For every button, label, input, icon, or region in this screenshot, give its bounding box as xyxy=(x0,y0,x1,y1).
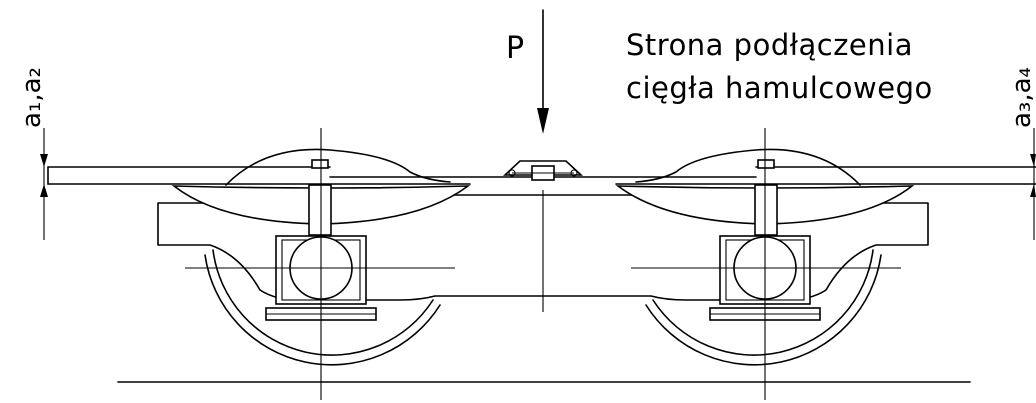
note-line-1: Strona podłączenia xyxy=(626,28,913,62)
left-wheel xyxy=(204,249,441,366)
right-wheel xyxy=(645,249,882,366)
center-pivot xyxy=(502,160,584,181)
note-line-2: cięgła hamulcowego xyxy=(626,71,933,105)
load-arrow xyxy=(537,9,549,134)
force-label: P xyxy=(506,31,524,66)
left-dimension-marks xyxy=(40,128,48,240)
left-dimension-label: a₁,a₂ xyxy=(17,67,47,128)
left-spring-buckle xyxy=(308,159,332,236)
right-dimension-label: a₃,a₄ xyxy=(1007,67,1036,128)
right-dimension-marks xyxy=(1030,128,1036,240)
right-spring-buckle xyxy=(754,159,778,236)
